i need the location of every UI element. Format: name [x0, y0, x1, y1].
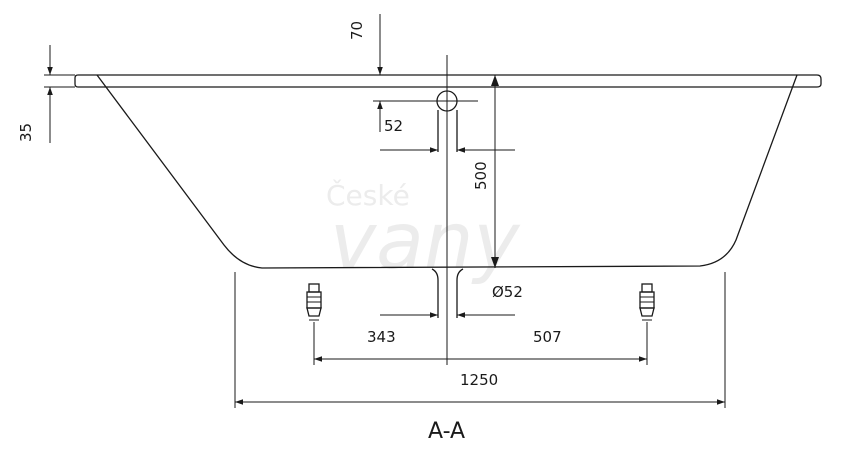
dim-right-offset-label: 507	[533, 328, 562, 346]
section-label: A-A	[428, 419, 465, 444]
dim-total-width-label: 1250	[460, 371, 498, 389]
dim-rim-thickness: 35	[17, 45, 75, 143]
left-foot	[306, 283, 322, 321]
dim-drain-diameter-label: Ø52	[492, 283, 523, 301]
watermark-line1: České	[326, 178, 410, 212]
dim-left-offset-label: 343	[367, 328, 396, 346]
dim-rim-height: 70	[348, 14, 478, 132]
dim-drain-diameter: Ø52	[380, 283, 523, 318]
dim-depth: 500	[472, 74, 515, 268]
dim-feet-offsets: 343 507	[313, 322, 648, 365]
dim-overflow-diameter-label: 52	[384, 117, 403, 135]
tub-rim	[74, 74, 822, 88]
watermark-line2: vany	[330, 197, 521, 287]
dim-depth-label: 500	[472, 161, 490, 190]
dim-rim-height-label: 70	[348, 21, 366, 40]
dim-rim-thickness-label: 35	[17, 123, 35, 142]
drain-pipe	[431, 268, 464, 318]
tub-body	[96, 74, 798, 269]
right-foot	[639, 283, 655, 321]
dim-total-width: 1250	[234, 272, 726, 408]
